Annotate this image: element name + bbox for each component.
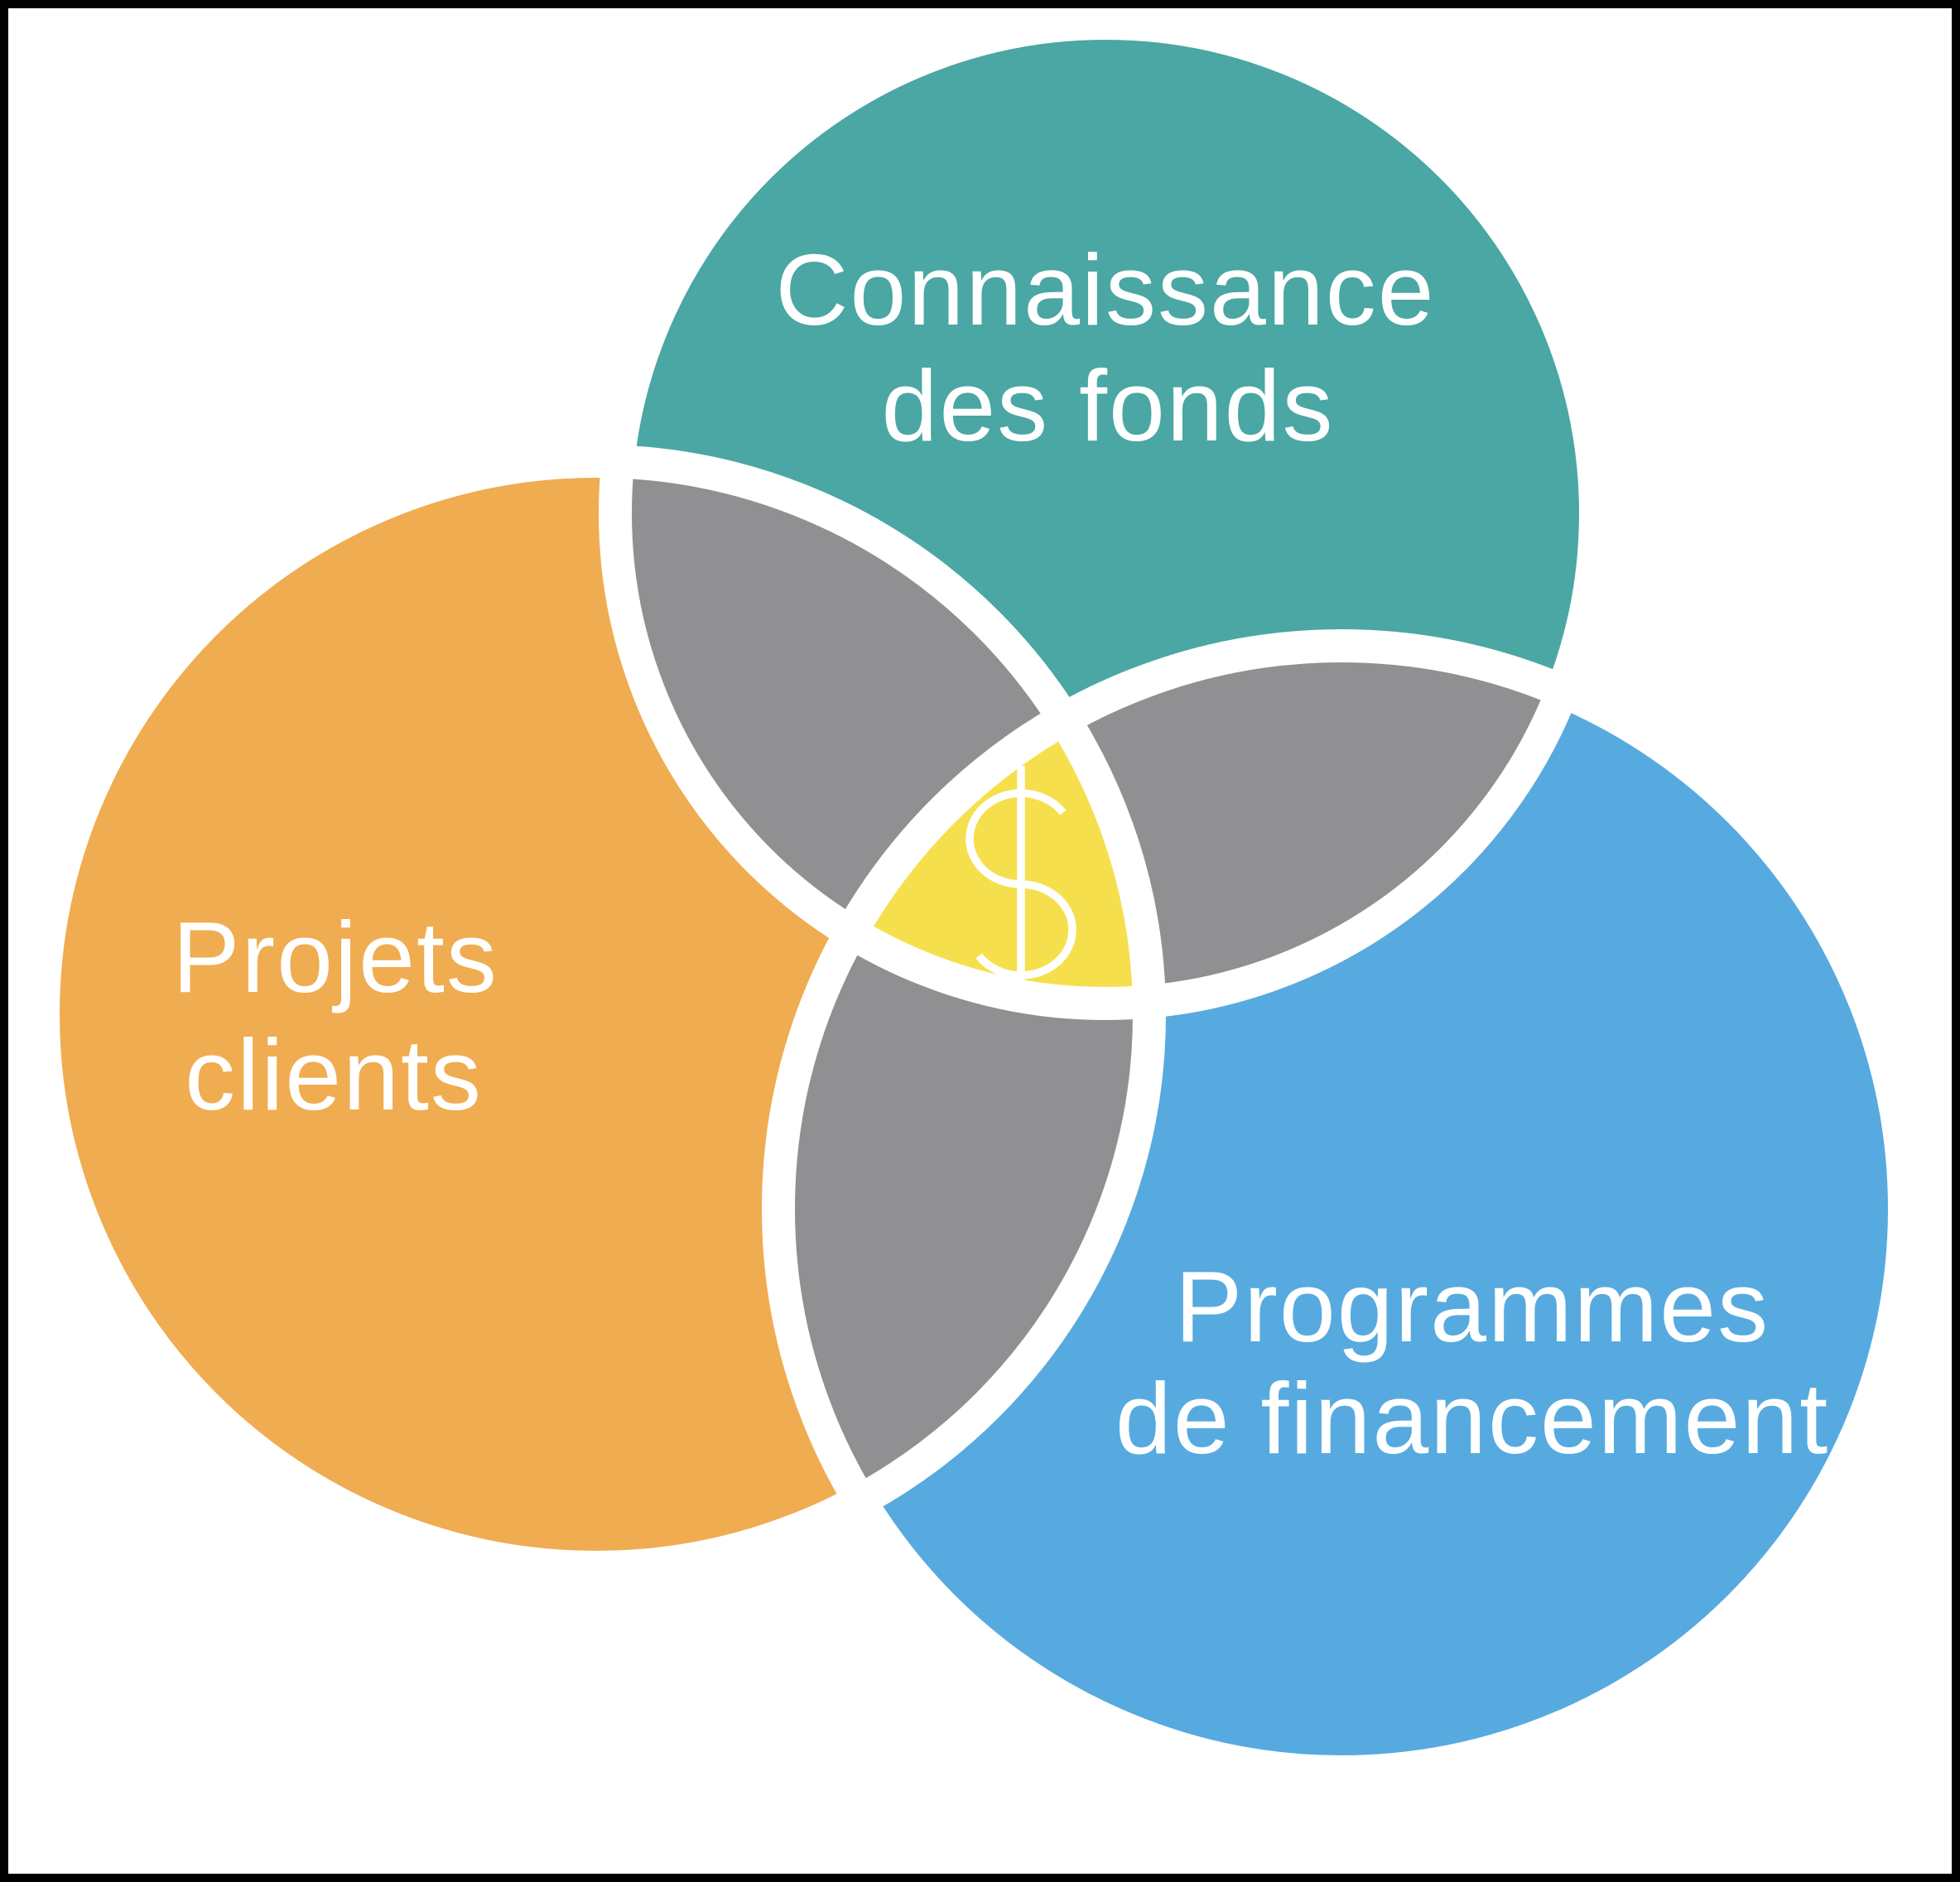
dollar-icon xyxy=(966,766,1076,1003)
label-programmes-line1: Programmes xyxy=(1175,1250,1770,1363)
label-projets-line2: clients xyxy=(185,1018,483,1131)
label-connaissance-line2: des fonds xyxy=(881,349,1334,462)
overlap-connaissance-projets xyxy=(615,461,1149,1004)
separator-ring-programmes xyxy=(762,629,1921,1788)
separator-ring-projets xyxy=(26,445,1166,1584)
label-programmes-line2: de financement xyxy=(1115,1362,1829,1475)
label-projets-line1: Projets xyxy=(172,901,498,1013)
overlap-center-triple xyxy=(778,646,1149,1004)
separator-ring-connaissance xyxy=(599,7,1612,1020)
label-connaissance-line1: Connaissance xyxy=(775,233,1435,346)
